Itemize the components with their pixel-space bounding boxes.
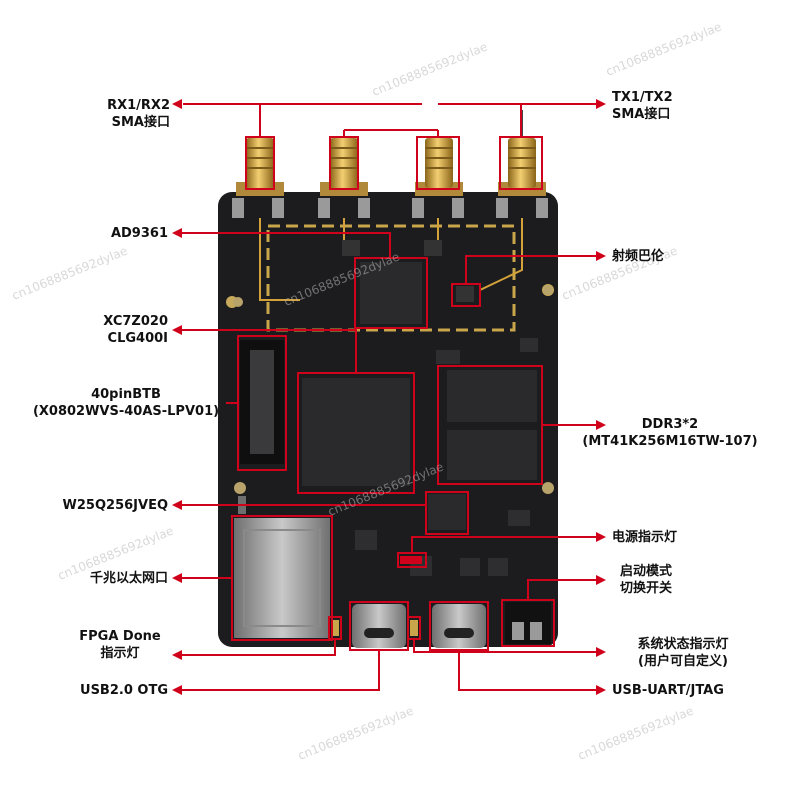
label-line: (MT41K256M16TW-107) <box>582 434 758 449</box>
watermark-text: cn1068885692dylae <box>296 704 416 763</box>
label-rf-balun: 射频巴伦 <box>612 248 712 265</box>
label-ad9361: AD9361 <box>60 225 168 242</box>
label-power-led: 电源指示灯 <box>612 529 722 546</box>
label-line: 40pinBTB <box>91 387 161 402</box>
annotation-lines <box>180 103 598 691</box>
label-btb: 40pinBTB (X0802WVS-40AS-LPV01) <box>28 386 224 420</box>
label-line: SMA接口 <box>612 107 671 122</box>
sma-connector-icon <box>320 138 368 196</box>
label-ddr: DDR3*2 (MT41K256M16TW-107) <box>560 416 780 450</box>
rj45-port-icon <box>234 518 330 638</box>
label-line: USB-UART/JTAG <box>612 683 724 698</box>
sma-connector-icon <box>415 138 463 196</box>
mounting-holes <box>233 285 554 494</box>
annotation-arrows <box>172 99 606 695</box>
label-line: 电源指示灯 <box>612 530 678 545</box>
label-line: USB2.0 OTG <box>80 683 168 698</box>
label-ethernet: 千兆以太网口 <box>40 570 168 587</box>
label-line: 指示灯 <box>100 646 140 661</box>
watermark-text: cn1068885692dylae <box>604 20 724 79</box>
label-line: 启动模式 <box>620 564 673 579</box>
edge-pads <box>232 198 548 218</box>
label-line: (用户可自定义) <box>638 654 728 669</box>
label-fpga: XC7Z020 CLG400I <box>60 313 168 347</box>
label-boot-switch: 启动模式 切换开关 <box>620 563 720 597</box>
flash-chip <box>428 494 466 530</box>
label-flash: W25Q256JVEQ <box>40 497 168 514</box>
watermark-text: cn1068885692dylae <box>10 244 130 303</box>
annotation-boxes <box>231 136 555 651</box>
dip-switch-icon <box>505 602 551 644</box>
watermark-text: cn1068885692dylae <box>576 704 696 763</box>
ddr-chip-2 <box>447 430 537 480</box>
label-line: 系统状态指示灯 <box>637 637 729 652</box>
label-line: FPGA Done <box>79 629 161 644</box>
label-fpga-done: FPGA Done 指示灯 <box>70 628 170 662</box>
label-tx-sma: TX1/TX2 SMA接口 <box>612 89 712 123</box>
label-line: SMA接口 <box>111 115 170 130</box>
label-line: 千兆以太网口 <box>89 571 168 586</box>
sma-connector-icon <box>498 110 546 196</box>
label-line: XC7Z020 <box>103 314 168 329</box>
ad9361-chip <box>360 262 422 324</box>
usb-c-port-icon <box>352 604 406 648</box>
label-line: (X0802WVS-40AS-LPV01) <box>32 404 220 419</box>
fpga-chip <box>302 378 410 486</box>
label-line: DDR3*2 <box>641 417 699 432</box>
label-usb-uart: USB-UART/JTAG <box>612 682 752 699</box>
label-line: 射频巴伦 <box>612 249 665 264</box>
label-rx-sma: RX1/RX2 SMA接口 <box>80 97 170 131</box>
ddr-chip-1 <box>447 370 537 422</box>
label-line: 切换开关 <box>620 581 673 596</box>
label-usb-otg: USB2.0 OTG <box>40 682 168 699</box>
label-line: TX1/TX2 <box>612 90 673 105</box>
btb-connector <box>240 340 284 464</box>
label-line: CLG400I <box>107 331 168 346</box>
sma-connector-icon <box>236 138 284 196</box>
label-line: RX1/RX2 <box>107 98 170 113</box>
rf-shield-outline <box>266 224 516 332</box>
label-line: AD9361 <box>110 226 168 241</box>
label-line: W25Q256JVEQ <box>62 498 168 513</box>
usb-c-port-icon <box>432 604 486 648</box>
label-status-led: 系统状态指示灯 (用户可自定义) <box>608 636 758 670</box>
watermark-text: cn1068885692dylae <box>370 40 490 99</box>
